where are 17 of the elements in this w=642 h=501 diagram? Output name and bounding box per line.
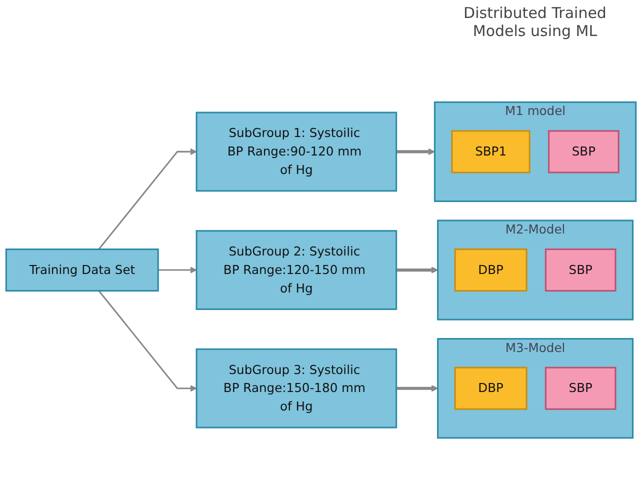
- node-box: Training Data Set: [5, 248, 159, 292]
- arrow: [158, 267, 197, 274]
- node-box: SubGroup 3: Systoilic BP Range:150-180 mm of Hg: [196, 348, 398, 429]
- arrow: [98, 148, 197, 250]
- node-box: SubGroup 2: Systoilic BP Range:120-150 mm of Hg: [196, 230, 398, 310]
- arrow: [396, 148, 436, 156]
- node-box: SubGroup 1: Systoilic BP Range:90-120 mm of Hg: [196, 112, 398, 192]
- node-box: DBP: [454, 248, 528, 292]
- arrow: [98, 290, 197, 392]
- node-box: SBP: [544, 367, 616, 410]
- arrow: [396, 385, 438, 392]
- diagram-title: Distributed Trained Models using ML: [462, 4, 608, 40]
- arrow: [396, 267, 438, 274]
- node-box: SBP: [548, 130, 620, 174]
- node-box: SBP: [544, 248, 616, 292]
- node-box: SBP1: [451, 130, 530, 174]
- node-box: DBP: [454, 367, 528, 410]
